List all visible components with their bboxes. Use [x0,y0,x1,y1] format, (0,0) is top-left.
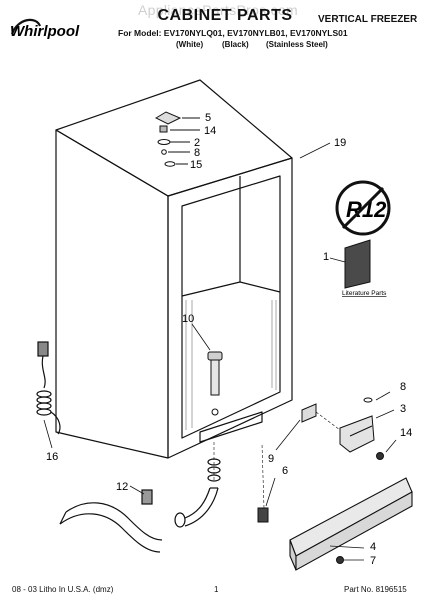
literature-label: Literature Parts [342,290,387,297]
hinge-bracket-part-2 [157,139,171,145]
footer-part-number: Part No. 8196515 [344,585,407,594]
liner-back-edge [181,281,281,297]
callout-14-lower: 14 [400,427,412,439]
callout-4: 4 [370,541,376,553]
callout-15: 15 [190,159,202,171]
brand-text: Whirlpool [10,23,80,40]
lower-hinge-bracket-part-3 [339,415,375,453]
cabinet-liner-opening [181,175,281,439]
callout-14: 14 [204,125,216,137]
callout-3: 3 [400,403,406,415]
cabinet-side [55,129,169,459]
r12-badge-icon: R12 [335,180,391,236]
page-subtitle: VERTICAL FREEZER [318,14,418,25]
base-slot [199,411,263,443]
callout-2: 2 [194,137,200,149]
footer-page-number: 1 [214,585,219,594]
toe-grille-part-4 [289,477,413,571]
drain-tube-part-10 [207,351,223,416]
whirlpool-logo: Whirlpool [6,12,106,42]
callout-10: 10 [182,313,194,325]
variant-stainless: (Stainless Steel) [266,40,328,49]
literature-booklet-icon: Literature Parts [342,239,387,297]
variant-black: (Black) [222,40,249,49]
hinge-cover-part-5 [154,111,182,125]
bushing-part-15 [164,161,176,167]
watermark-text: AppliancePartsPros.com [138,2,298,18]
callout-6: 6 [282,465,288,477]
footer-litho: 08 - 03 Litho In U.S.A. (dmz) [12,585,114,594]
model-line: For Model: EV170NYLQ01, EV170NYLB01, EV1… [118,28,348,38]
variant-white: (White) [176,40,204,49]
washer-part-8 [161,149,167,155]
cabinet-front-frame [167,157,293,459]
callout-8-lower: 8 [400,381,406,393]
lower-hinge-part-9 [301,403,317,423]
callout-8: 8 [194,147,200,159]
callout-9: 9 [268,453,274,465]
cabinet-top [55,79,293,197]
callout-7: 7 [370,555,376,567]
washer-part-8-lower [363,397,373,403]
drain-hose-part-12 [59,458,221,553]
hinge-screw-part-14 [159,125,168,133]
leveling-leg-part-6 [257,507,269,523]
callout-19: 19 [334,137,346,149]
power-cord-part-16 [36,341,61,435]
screw-part-14-lower [376,452,384,460]
callout-5: 5 [205,112,211,124]
page-title: CABINET PARTS [157,7,293,24]
callout-12: 12 [116,481,128,493]
callout-1: 1 [323,251,329,263]
screw-part-7 [336,556,344,564]
callout-16: 16 [46,451,58,463]
